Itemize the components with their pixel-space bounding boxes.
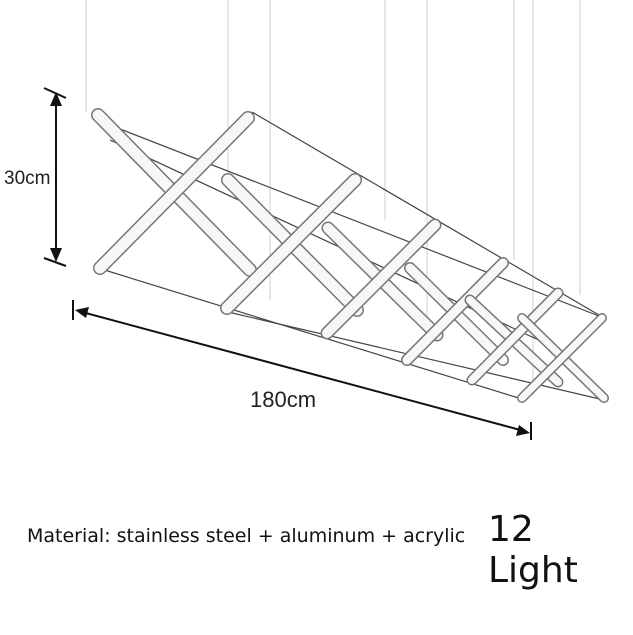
width-dimension [72, 300, 532, 440]
tube-cross-5 [464, 287, 564, 388]
height-dimension [43, 87, 67, 267]
tube-cross-6 [517, 313, 609, 403]
tube-cross-2 [220, 173, 364, 317]
light-tubes [91, 108, 609, 403]
tube-cross-3 [320, 218, 444, 342]
material-caption: Material: stainless steel + aluminum + a… [27, 525, 466, 547]
width-label: 180cm [250, 387, 317, 412]
tube-cross-4 [401, 257, 509, 366]
height-label: 30cm [4, 168, 51, 189]
tube-cross-1 [91, 108, 257, 277]
light-count-caption: 12 Light [488, 509, 578, 591]
suspension-cables [85, 0, 581, 395]
